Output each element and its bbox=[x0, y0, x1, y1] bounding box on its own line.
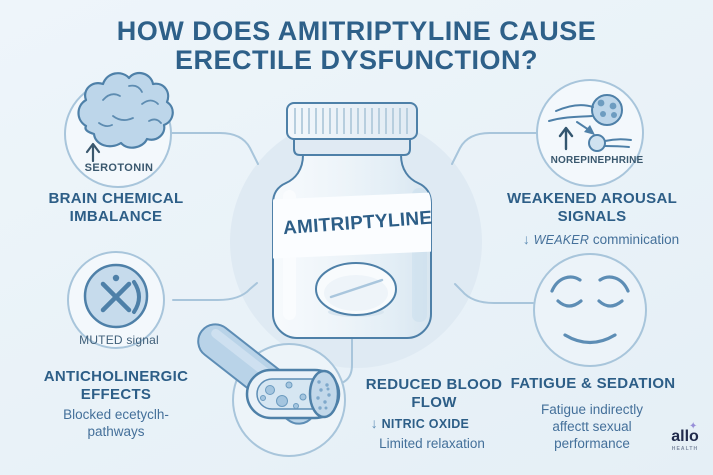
anticholinergic-heading: ANTICHOLINERGIC EFFECTS bbox=[44, 368, 189, 405]
serotonin-up-arrow-icon bbox=[85, 142, 101, 163]
arousal-subtext-rest: comminication bbox=[592, 232, 680, 247]
arousal-subtext: ↓ WEAKER comminication bbox=[523, 231, 679, 249]
sparkle-icon: ✦ bbox=[689, 421, 698, 432]
muted-signal-icon bbox=[83, 263, 149, 329]
brain-heading-line2: IMBALANCE bbox=[69, 208, 163, 226]
blood-vessel-icon bbox=[197, 323, 346, 457]
fatigue-subtext: Fatigue indirectly affectt sexual perfor… bbox=[541, 401, 643, 452]
anticholinergic-subtext: Blocked ecetyclh- pathways bbox=[63, 406, 169, 440]
arousal-heading-line1: WEAKENED AROUSAL bbox=[506, 190, 678, 207]
face-node-circle bbox=[533, 253, 647, 367]
norepinephrine-label: NOREPINEPHRINE bbox=[550, 155, 644, 166]
muted-signal-label: MUTED signal bbox=[79, 333, 159, 347]
serotonin-label: SEROTONIN bbox=[84, 162, 154, 174]
weaker-emphasis: WEAKER bbox=[533, 233, 590, 247]
fatigue-subtext-line1: Fatigue indirectly bbox=[540, 402, 644, 417]
nitric-oxide-text: NITRIC OXIDE bbox=[381, 417, 470, 431]
fatigue-subtext-line3: performance bbox=[554, 436, 630, 451]
down-arrow-icon: ↓ bbox=[522, 231, 530, 247]
bottle-label-band bbox=[273, 192, 431, 259]
title-line-1: HOW DOES AMITRIPTYLINE CAUSE bbox=[116, 16, 597, 46]
blood-flow-heading-line1: REDUCED BLOOD bbox=[365, 376, 503, 393]
connector-bottom-right bbox=[454, 283, 534, 304]
blood-flow-heading: REDUCED BLOOD FLOW bbox=[366, 376, 502, 413]
anticholinergic-subtext-line1: Blocked ecetyclh- bbox=[63, 407, 169, 422]
brain-heading: BRAIN CHEMICAL IMBALANCE bbox=[48, 190, 183, 227]
page-title: HOW DOES AMITRIPTYLINE CAUSE ERECTILE DY… bbox=[0, 16, 713, 76]
brain-icon bbox=[77, 71, 174, 163]
arousal-heading-line2: SIGNALS bbox=[557, 208, 627, 226]
cap-ribs bbox=[294, 108, 408, 134]
norepinephrine-up-arrow-icon bbox=[558, 126, 574, 151]
logo-tagline: HEALTH bbox=[671, 446, 699, 452]
down-arrow-icon: ↓ bbox=[370, 415, 378, 431]
connector-top-right bbox=[451, 132, 537, 165]
sad-face-icon bbox=[550, 275, 630, 345]
limited-relaxation-subtext: Limited relaxation bbox=[379, 436, 485, 451]
fatigue-heading: FATIGUE & SEDATION bbox=[510, 375, 676, 392]
title-line-2: ERECTILE DYSFUNCTION? bbox=[174, 45, 538, 76]
pill-bottle bbox=[272, 102, 432, 339]
arousal-heading: WEAKENED AROUSAL SIGNALS bbox=[507, 190, 677, 227]
anticholinergic-heading-line2: EFFECTS bbox=[80, 386, 152, 404]
anticholinergic-heading-line1: ANTICHOLINERGIC bbox=[43, 368, 189, 385]
connector-bottom-left bbox=[172, 282, 258, 301]
fatigue-subtext-line2: affectt sexual bbox=[552, 419, 632, 434]
logo-name: allo bbox=[671, 428, 699, 445]
connector-lines bbox=[169, 132, 537, 385]
connector-top-left bbox=[169, 132, 259, 165]
brain-heading-line1: BRAIN CHEMICAL bbox=[48, 190, 184, 207]
neuron-icon bbox=[548, 94, 632, 152]
allo-health-logo: ✦ allo HEALTH bbox=[662, 421, 708, 452]
blood-flow-heading-line2: FLOW bbox=[411, 394, 457, 412]
anticholinergic-subtext-line2: pathways bbox=[87, 424, 145, 439]
nitric-oxide-subtext: ↓ NITRIC OXIDE bbox=[371, 415, 469, 433]
